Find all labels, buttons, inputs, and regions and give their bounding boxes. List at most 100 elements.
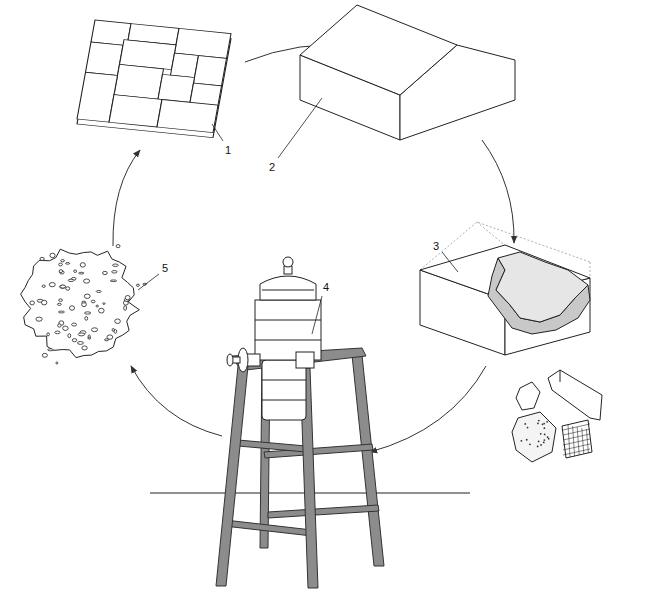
rubble-grain: [115, 319, 121, 324]
rubble-grain: [57, 303, 61, 305]
rubble-grain: [30, 301, 34, 305]
rubble-grain: [124, 306, 127, 311]
rubble-grain: [72, 323, 77, 326]
mesh-wire: [563, 444, 590, 450]
rubble-grain: [82, 302, 87, 307]
rubble-grain: [99, 308, 105, 313]
rubble-grain: [114, 329, 117, 333]
paving-slab: [194, 56, 227, 86]
rubble-grain: [40, 257, 44, 260]
leader-lines: [138, 98, 458, 334]
debris-grain: [542, 423, 544, 425]
cycle-arrow: [482, 140, 514, 243]
debris-grain: [543, 442, 545, 444]
debris-grain: [526, 439, 528, 441]
rubble-grain: [68, 334, 71, 338]
rubble-grain: [36, 317, 42, 321]
rubble-grain: [84, 312, 90, 314]
rubble-grain: [60, 285, 65, 288]
rubble-grain: [63, 326, 68, 330]
rubble-grain: [72, 339, 76, 342]
debris-grain: [520, 440, 522, 442]
paving-slab: [171, 53, 199, 77]
rubble-grain: [56, 362, 58, 364]
rubble-grain: [60, 285, 66, 288]
rubble-grain: [41, 300, 46, 305]
mesh-wire: [563, 434, 590, 440]
rubble-grain: [103, 271, 108, 274]
debris-grain: [537, 446, 539, 448]
leader-line: [138, 274, 159, 290]
rubble-grain: [88, 337, 91, 339]
rubble-grain: [74, 270, 77, 273]
debris-grain: [538, 441, 540, 443]
paving-slab: [109, 95, 162, 127]
rubble-grain: [66, 287, 70, 290]
rubble-grain: [96, 305, 98, 307]
rubble-grain: [42, 285, 45, 287]
callout-number: 1: [223, 144, 233, 157]
rubble-grain: [59, 263, 63, 266]
rubble-grain: [136, 284, 139, 286]
rubble-grain: [82, 346, 87, 350]
paving-slabs: [77, 20, 231, 138]
rubble-grain: [80, 263, 85, 267]
callout-number: 2: [267, 161, 277, 174]
rubble-grain: [78, 342, 84, 345]
cycle-arrow: [113, 150, 140, 246]
mesh-wire: [563, 424, 590, 430]
rubble-grain: [58, 324, 61, 327]
leader-line: [312, 296, 322, 334]
demolished-building: [420, 222, 602, 462]
callout-number: 4: [321, 281, 331, 294]
rubble-grain: [88, 335, 90, 339]
rubble-grain: [91, 328, 97, 332]
debris-grain: [527, 427, 529, 429]
debris-grain: [540, 444, 542, 446]
house-block: [300, 5, 515, 140]
rubble-grain: [112, 264, 118, 266]
rubble-grain: [47, 333, 50, 336]
rubble-outline: [21, 249, 140, 357]
debris-grain: [543, 427, 545, 429]
cycle-arrow: [131, 366, 222, 436]
rubble-grain: [96, 290, 101, 292]
rubble-grain: [79, 272, 84, 274]
rubble-grain: [116, 245, 120, 248]
rubble-grain: [42, 353, 47, 357]
rubble-grain: [69, 306, 74, 310]
rubble-grain: [59, 270, 63, 273]
rubble-grain: [48, 349, 54, 351]
rubble-grain: [82, 301, 86, 303]
debris-grain: [547, 436, 549, 438]
rubble-grain: [104, 339, 108, 341]
rubble-grain: [103, 303, 105, 305]
cycle-arrows: [113, 45, 514, 452]
debris-grain: [529, 443, 531, 445]
debris-grain: [548, 438, 550, 440]
paving-slab: [86, 42, 124, 75]
rubble-grain: [125, 295, 130, 299]
rubble-grain: [85, 317, 88, 321]
rubble-grain: [84, 294, 90, 298]
leader-line: [442, 252, 458, 272]
rubble-grain: [112, 271, 117, 273]
rubble-grain: [110, 280, 116, 282]
paving-slab: [158, 74, 195, 102]
debris-grain: [546, 421, 548, 423]
debris-grain: [543, 439, 545, 441]
mesh-wire: [568, 425, 570, 457]
rubble-grain: [68, 279, 74, 281]
rubble-grain: [59, 299, 63, 302]
leader-line: [212, 124, 223, 141]
leader-line: [278, 98, 322, 158]
rubble-grain: [84, 279, 90, 283]
rubble-grain: [66, 263, 70, 265]
mesh-wire: [563, 439, 590, 445]
rubble-grain: [58, 311, 64, 313]
mesh-wire: [563, 429, 590, 435]
paving-slab: [114, 64, 164, 99]
